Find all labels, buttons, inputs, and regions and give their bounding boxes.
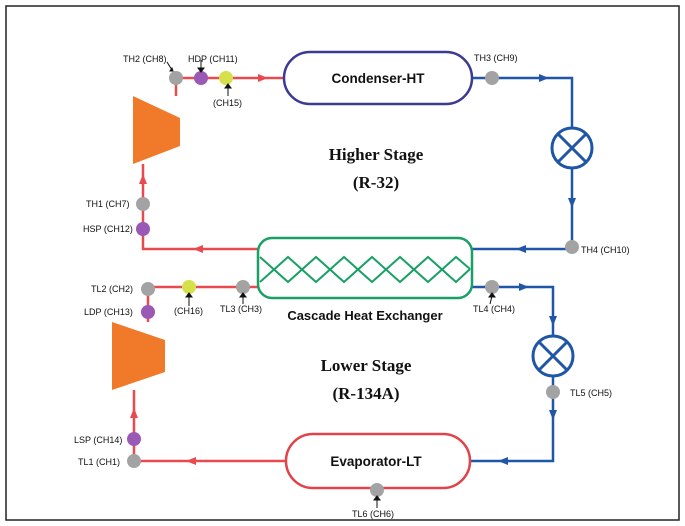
label-tl4: TL4 (CH4) xyxy=(473,304,515,314)
ls-liquid-line-bottom xyxy=(470,376,555,463)
sensor-hsp xyxy=(136,222,150,236)
sensor-tl1 xyxy=(127,454,141,468)
condenser-box xyxy=(282,50,474,106)
hs-liquid-line-bottom xyxy=(472,168,574,251)
label-tl2: TL2 (CH2) xyxy=(91,284,133,294)
arrow-hs-down xyxy=(568,198,576,208)
sensor-lsp xyxy=(127,432,141,446)
sensor-tl3 xyxy=(236,280,250,294)
arrow-ls-return xyxy=(498,457,508,465)
sensor-tl6 xyxy=(370,483,384,497)
ls-expansion-valve xyxy=(531,334,575,378)
hs-expansion-valve xyxy=(550,126,594,170)
hx-coil-upper xyxy=(259,255,471,284)
arrow-hs-top-right xyxy=(539,74,549,82)
cascade-hx-box xyxy=(256,236,474,300)
sensor-th4 xyxy=(565,240,579,254)
diagram-frame xyxy=(5,5,680,521)
hs-suction-line xyxy=(141,164,258,251)
sensor-ldp xyxy=(141,305,155,319)
sensor-ch16 xyxy=(182,280,196,294)
condenser-label: Condenser-HT xyxy=(331,71,425,86)
higher-stage-refrigerant: (R-32) xyxy=(353,173,399,192)
ls-compressor xyxy=(112,322,165,390)
label-th1: TH1 (CH7) xyxy=(86,199,130,209)
label-tl3: TL3 (CH3) xyxy=(220,304,262,314)
hs-liquid-line-top xyxy=(472,76,574,128)
sensor-tl5 xyxy=(546,385,560,399)
sensor-pointers xyxy=(166,60,496,508)
label-ldp: LDP (CH13) xyxy=(84,307,133,317)
arrow-hs-suction-up xyxy=(139,174,147,184)
arrow-hs-return xyxy=(516,245,526,253)
arrow-hs-suction-left xyxy=(193,245,203,253)
arrow-ls-top-right xyxy=(519,283,529,291)
sensor-th1 xyxy=(136,197,150,211)
evaporator-label: Evaporator-LT xyxy=(330,454,422,469)
label-hdp: HDP (CH11) xyxy=(188,54,238,64)
label-ch16: (CH16) xyxy=(174,306,203,316)
label-hsp: HSP (CH12) xyxy=(83,224,133,234)
arrow-ls-down xyxy=(549,316,557,326)
arrow-ls-suction-up xyxy=(130,408,138,418)
hx-coil-lower xyxy=(259,255,471,284)
hs-compressor xyxy=(133,96,180,164)
lower-stage-refrigerant: (R-134A) xyxy=(332,384,399,403)
sensor-tl4 xyxy=(485,280,499,294)
label-ch15: (CH15) xyxy=(213,98,242,108)
label-th2: TH2 (CH8) xyxy=(123,54,167,64)
sensor-th2 xyxy=(169,71,183,85)
ls-suction-line xyxy=(132,390,286,463)
label-tl5: TL5 (CH5) xyxy=(570,388,612,398)
sensor-th3 xyxy=(485,71,499,85)
label-th3: TH3 (CH9) xyxy=(474,53,518,63)
higher-stage-title: Higher Stage xyxy=(329,145,424,164)
label-lsp: LSP (CH14) xyxy=(74,435,122,445)
sensor-tl2 xyxy=(141,282,155,296)
sensor-ch15 xyxy=(219,71,233,85)
arrow-ls-suction-left xyxy=(186,457,196,465)
label-tl1: TL1 (CH1) xyxy=(78,457,120,467)
arrow-hs-discharge xyxy=(258,74,268,82)
sensor-hdp xyxy=(194,71,208,85)
lower-stage-title: Lower Stage xyxy=(321,356,412,375)
label-tl6: TL6 (CH6) xyxy=(352,509,394,519)
label-th4: TH4 (CH10) xyxy=(581,245,630,255)
arrow-ls-down-2 xyxy=(549,410,557,420)
cascade-hx-label: Cascade Heat Exchanger xyxy=(287,308,442,323)
